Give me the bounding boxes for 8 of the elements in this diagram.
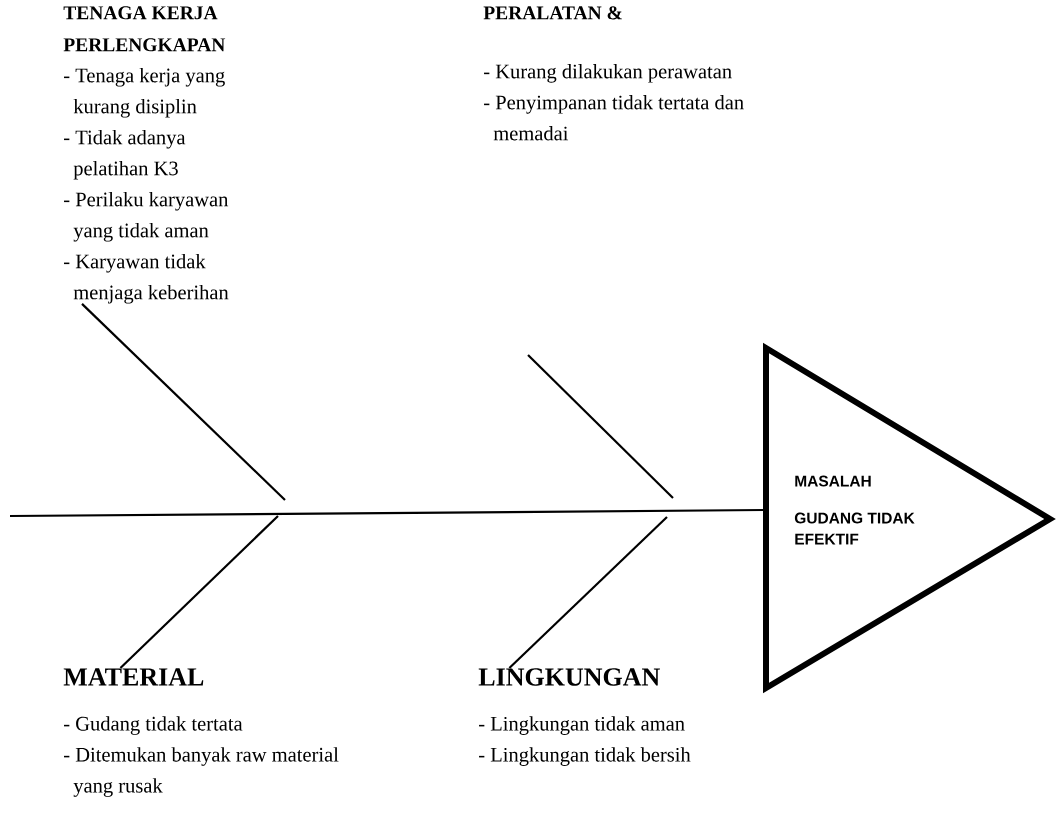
cause-text: LINGKUNGAN - Lingkungan tidak aman - Lingkungan tidak bersih: [478, 668, 691, 766]
cause-text: MATERIAL - Gudang tidak tertata - Ditemukan banyak raw material yang rusak: [63, 668, 339, 797]
branch-line: [81, 303, 286, 501]
spine-line: [10, 508, 766, 518]
cause-text: PERALATAN & - Kurang dilakukan perawatan - Penyimpanan tidak tertata dan memadai: [483, 6, 744, 141]
cause-text: TENAGA KERJA PERLENGKAPAN - Tenaga kerja yang kurang disiplin - Tidak adanya pelatihan K3 - Perilaku karyawan yang tidak aman - Karyawan tidak menjaga keberihan: [63, 6, 229, 304]
branch-line: [508, 516, 668, 669]
branch-line: [119, 515, 279, 669]
